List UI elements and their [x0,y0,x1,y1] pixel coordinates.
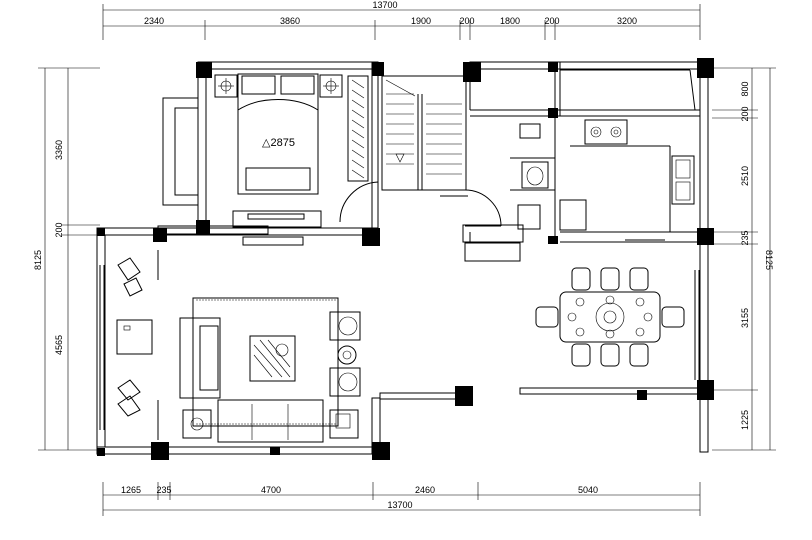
dim-bottom-2: 235 [156,485,171,495]
dim-right-2: 200 [740,106,750,121]
nightstand [319,74,343,98]
bed [237,73,319,195]
sink [521,161,549,189]
lounge-chair [117,257,143,417]
dim-right-6: 1225 [740,410,750,430]
right-dimension-lines [712,67,776,451]
dining-chair [535,267,685,367]
rug [192,297,339,427]
bedroom-area-label: △2875 [262,137,295,149]
dim-left-2: 200 [54,222,64,237]
dim-top-3: 1900 [411,16,431,26]
top-dimension-lines [102,4,701,40]
dim-right-3: 2510 [740,166,750,186]
side-table [116,319,153,355]
coffee-table [249,335,296,382]
kitchen [464,119,695,262]
dining-area [535,267,685,367]
dim-right-total: 8125 [764,250,774,270]
armchair [329,367,361,397]
dim-bottom-total: 13700 [387,500,412,510]
left-dimension-lines [38,67,100,451]
dim-right-1: 800 [740,81,750,96]
dim-top-1: 2340 [144,16,164,26]
bedroom: △2875 [214,73,379,246]
sofa [179,317,221,399]
dim-right-5: 3155 [740,308,750,328]
living-room [116,225,361,443]
dim-left-total: 8125 [33,250,43,270]
dim-top-4: 200 [459,16,474,26]
dim-left-1: 3360 [54,140,64,160]
dining-table [559,291,661,343]
staircase [381,75,502,227]
bottom-dimension-lines [102,482,701,516]
armchair [329,311,361,341]
sofa [217,399,324,443]
wardrobe [347,75,369,182]
dim-bottom-5: 5040 [578,485,598,495]
dim-top-total: 13700 [372,0,397,10]
walls [96,61,709,455]
dim-bottom-1: 1265 [121,485,141,495]
sink [671,155,695,205]
nightstand [214,74,238,98]
dim-top-6: 200 [544,16,559,26]
stove [584,119,628,145]
dim-top-7: 3200 [617,16,637,26]
dim-bottom-4: 2460 [415,485,435,495]
side-table [182,409,212,439]
desk [232,210,322,228]
side-table [329,409,359,439]
dim-left-3: 4565 [54,335,64,355]
dim-right-4: 235 [740,230,750,245]
dim-top-2: 3860 [280,16,300,26]
dim-top-5: 1800 [500,16,520,26]
columns [97,58,714,460]
dim-bottom-3: 4700 [261,485,281,495]
